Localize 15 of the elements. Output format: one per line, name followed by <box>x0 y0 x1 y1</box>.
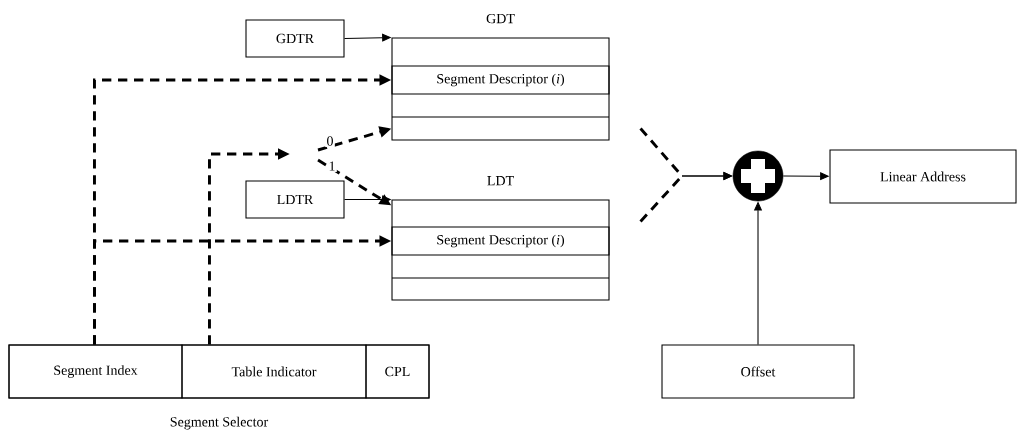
table-row: Segment Descriptor (i) <box>391 65 610 95</box>
node-label: Segment Selector <box>170 416 269 430</box>
node-label: LDT <box>487 176 514 186</box>
edge-label: 1 <box>329 161 335 171</box>
register-box: LDTR <box>245 180 345 219</box>
selector-field: Table Indicator <box>181 344 367 399</box>
register-box: GDTR <box>245 19 345 58</box>
selector-field: Segment Index <box>8 344 183 399</box>
input-box: Offset <box>661 344 855 399</box>
adder-circle <box>732 150 784 202</box>
edge-label: 0 <box>327 136 333 146</box>
selector-field: CPL <box>365 344 430 399</box>
node-label: GDT <box>486 13 515 24</box>
output-box: Linear Address <box>829 149 1017 204</box>
table-row: Segment Descriptor (i) <box>391 226 610 256</box>
